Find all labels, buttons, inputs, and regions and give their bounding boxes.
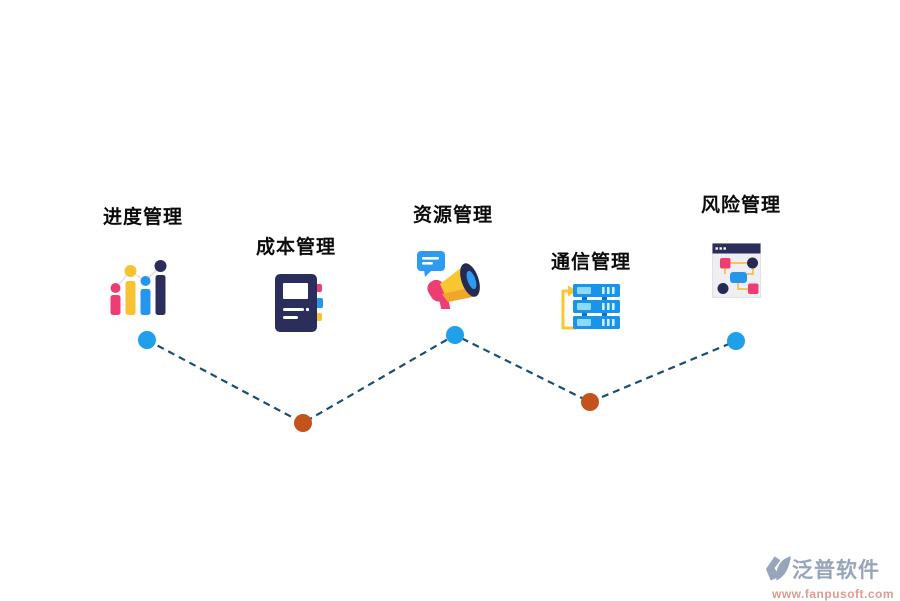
server-stack-icon [556, 282, 622, 337]
milestone-dot [446, 326, 464, 344]
fanpu-logo-icon [764, 554, 791, 586]
bar-chart-icon [108, 259, 172, 322]
node-label-risk: 风险管理 [700, 195, 781, 216]
milestone-dot [294, 414, 312, 432]
notebook-icon [274, 273, 324, 338]
dashed-line [146, 333, 737, 425]
megaphone-icon [416, 249, 482, 314]
watermark: 泛普软件 www.fanpusoft.com [764, 554, 896, 600]
milestone-dot [727, 332, 745, 350]
flowchart-window-icon [712, 243, 762, 304]
node-label-progress: 进度管理 [102, 207, 183, 228]
node-label-resource: 资源管理 [412, 205, 493, 226]
milestone-dot [138, 331, 156, 349]
watermark-url: www.fanpusoft.com [772, 587, 895, 601]
milestone-dot [581, 393, 599, 411]
node-label-cost: 成本管理 [255, 237, 336, 258]
node-label-communication: 通信管理 [550, 252, 631, 273]
watermark-brand: 泛普软件 [792, 558, 880, 582]
